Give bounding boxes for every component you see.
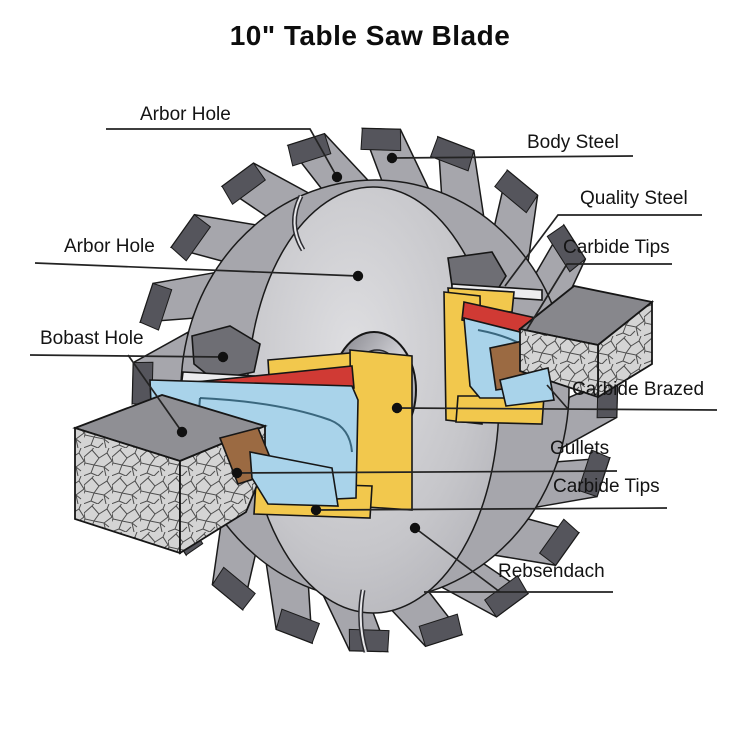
leader-gullets: [236, 470, 618, 474]
leader-lines: [29, 128, 718, 593]
carbide-tooth-tip: [348, 628, 390, 653]
carbide-tooth-tip: [577, 449, 611, 498]
label-arbor-hole-left: Arbor Hole: [64, 236, 155, 257]
leader-carbide-tips-lower: [315, 507, 668, 511]
leader-bobast-hole-1: [29, 354, 224, 358]
carbide-tooth-tip: [211, 566, 256, 611]
leader-body-steel: [391, 155, 634, 159]
expansion-slot-top: [292, 194, 306, 252]
label-bobast-hole: Bobast Hole: [40, 328, 144, 349]
label-body-steel: Body Steel: [527, 132, 619, 153]
right-carbide-block: [499, 285, 655, 407]
leader-bobast-hole-2: [127, 354, 183, 433]
leader-dots: [176, 152, 421, 534]
diagram-title: 10" Table Saw Blade: [229, 20, 511, 51]
label-quality-steel: Quality Steel: [580, 188, 688, 209]
label-rebsendach: Rebsendach: [498, 561, 605, 582]
carbide-tooth-tip: [170, 213, 212, 262]
leader-carbide-brazed-branch: [546, 384, 569, 410]
leader-rebsendach-branch: [414, 527, 501, 593]
label-carbide-tips-upper: Carbide Tips: [563, 237, 670, 258]
leader-arbor-hole-left: [34, 262, 359, 277]
carbide-tooth-tip: [484, 574, 529, 618]
right-block-front: [519, 327, 599, 399]
carbide-tooth-tip: [418, 613, 463, 647]
label-arbor-hole-top: Arbor Hole: [140, 104, 231, 125]
carbide-tooth-tip: [221, 162, 266, 206]
right-tooth-shoulder: [447, 251, 507, 293]
leader-carbide-tips-upper: [525, 263, 672, 332]
label-gullets: Gullets: [550, 438, 610, 459]
leader-carbide-brazed: [396, 407, 718, 411]
carbide-tooth-tip: [139, 282, 173, 331]
carbide-tooth-tip: [287, 133, 332, 167]
carbide-tooth-tip: [494, 169, 539, 214]
carbide-tooth-tip: [275, 608, 321, 644]
label-carbide-tips-lower: Carbide Tips: [553, 476, 660, 497]
label-carbide-brazed: Carbide Brazed: [572, 379, 705, 400]
expansion-slot-bottom: [358, 589, 369, 653]
leader-arbor-hole-top: [106, 128, 338, 178]
carbide-tooth-tip: [360, 127, 402, 152]
carbide-tooth-tip: [538, 518, 580, 567]
carbide-tooth-tip: [429, 136, 475, 172]
leader-quality-steel: [504, 214, 702, 287]
right-blue-lip: [499, 367, 555, 407]
carbide-tooth-tip: [546, 224, 587, 273]
